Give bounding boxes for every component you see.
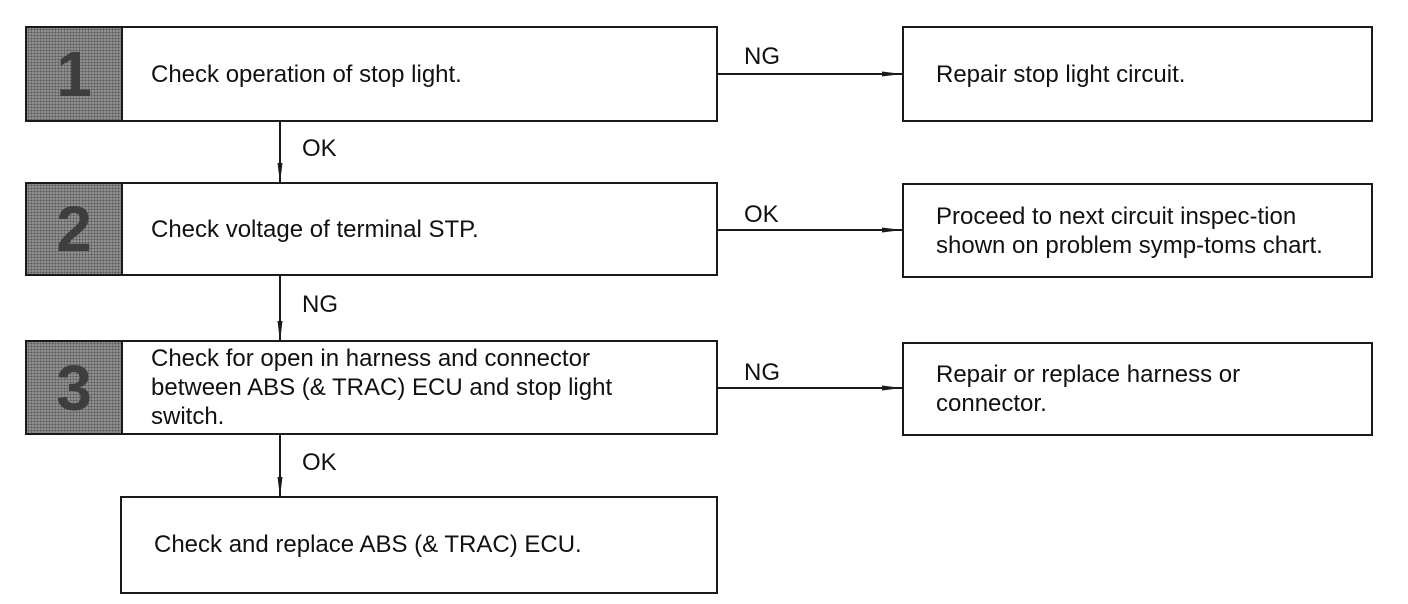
branch-label-step3-ok: OK — [302, 449, 337, 476]
result-2-box: Proceed to next circuit inspec-tion show… — [902, 183, 1373, 278]
step-2-box: 2 Check voltage of terminal STP. — [25, 182, 718, 276]
branch-label-step2-ng: NG — [302, 291, 338, 318]
step-text: Check operation of stop light. — [151, 60, 462, 88]
branch-label-step3-ng: NG — [744, 359, 780, 386]
step-1-box: 1 Check operation of stop light. — [25, 26, 718, 122]
step-3-box: 3 Check for open in harness and connecto… — [25, 340, 718, 435]
result-text: Repair or replace harness or connector. — [936, 361, 1241, 417]
branch-label-step1-ng: NG — [744, 43, 780, 70]
step-number: 3 — [56, 351, 92, 424]
result-text: Repair stop light circuit. — [936, 60, 1186, 88]
step-number: 1 — [56, 38, 92, 110]
step-number-badge: 2 — [27, 184, 123, 274]
branch-label-step2-ok: OK — [744, 201, 779, 228]
final-action-box: Check and replace ABS (& TRAC) ECU. — [120, 496, 718, 594]
result-text: Proceed to next circuit inspec-tion show… — [936, 202, 1323, 259]
step-text: Check voltage of terminal STP. — [151, 215, 479, 243]
step-number: 2 — [56, 193, 92, 265]
step-number-badge: 1 — [27, 28, 123, 120]
result-3-box: Repair or replace harness or connector. — [902, 342, 1373, 436]
step-text: Check for open in harness and connector … — [151, 345, 613, 430]
final-action-text: Check and replace ABS (& TRAC) ECU. — [154, 531, 582, 558]
step-number-badge: 3 — [27, 342, 123, 433]
branch-label-step1-ok: OK — [302, 135, 337, 162]
result-1-box: Repair stop light circuit. — [902, 26, 1373, 122]
